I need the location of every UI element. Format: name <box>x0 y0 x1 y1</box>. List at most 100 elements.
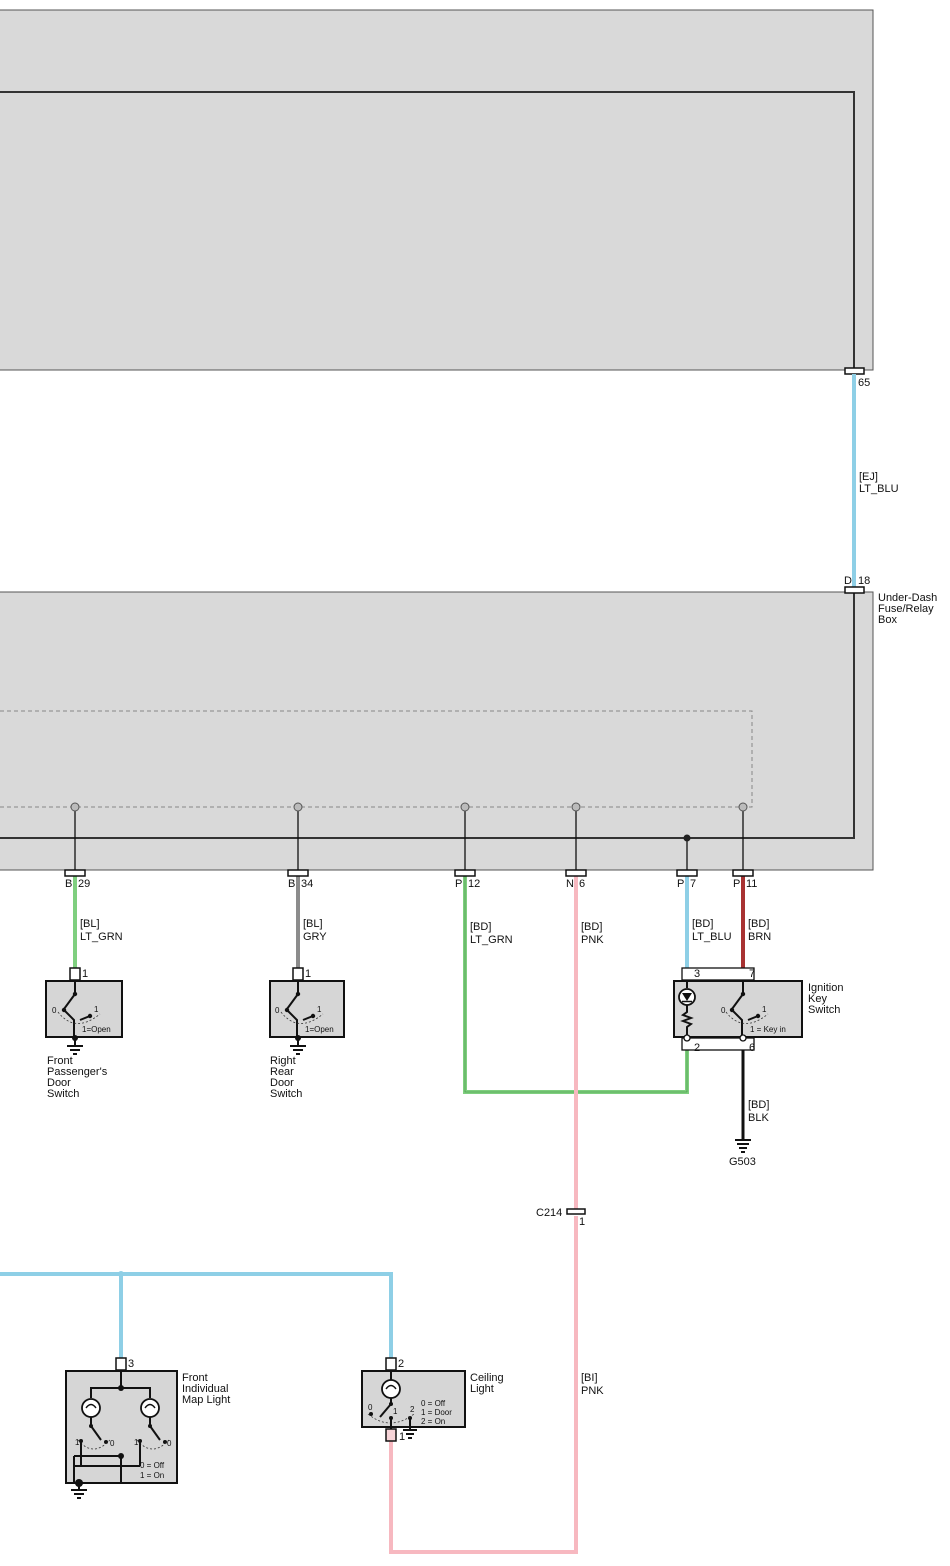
wire-p7-code: [BD] <box>692 918 713 930</box>
wire-bi-color: PNK <box>581 1385 604 1397</box>
cl-name-2: Light <box>470 1383 494 1395</box>
fuse-box-bottom-terminals <box>64 869 754 877</box>
bus-splice-dot <box>118 1271 124 1277</box>
rrds-pos1: 1 <box>317 1005 322 1014</box>
ground-g503-symbol <box>735 1139 751 1153</box>
iks-pin-3: 3 <box>694 968 700 980</box>
ignition-key-switch <box>673 967 803 1051</box>
wire-p12-color: LT_GRN <box>470 934 513 946</box>
fpds-name-2: Passenger's <box>47 1066 108 1078</box>
pin-p11-number: 11 <box>746 878 757 890</box>
front-passenger-door-switch <box>45 967 123 1055</box>
rrds-name-4: Switch <box>270 1088 302 1100</box>
ground-g503-label: G503 <box>729 1156 756 1168</box>
wire-bi-code: [BI] <box>581 1372 598 1384</box>
wire-ground-code: [BD] <box>748 1099 769 1111</box>
rrds-legend: 1=Open <box>305 1025 334 1034</box>
fiml-name-1: Front <box>182 1372 208 1384</box>
pin-p12-letter: P <box>455 878 462 890</box>
connector-c214-name: C214 <box>536 1207 562 1219</box>
connector-d18-terminal <box>844 586 865 594</box>
ceiling-light <box>361 1357 466 1442</box>
cl-legend-3: 2 = On <box>421 1417 445 1426</box>
pin-p11-letter: P <box>733 878 740 890</box>
cl-legend-1: 0 = Off <box>421 1399 446 1408</box>
fiml-pos1b: 1 <box>134 1438 139 1447</box>
pin-b29-number: 29 <box>78 878 90 890</box>
rrds-pos0: 0 <box>275 1006 280 1015</box>
connector-c214-symbol <box>566 1208 586 1215</box>
fuse-box-name-3: Box <box>878 614 897 626</box>
under-dash-fuse-relay-box <box>0 591 874 872</box>
pin-65-label: 65 <box>858 377 870 389</box>
fiml-pos0b: 0 <box>167 1439 172 1448</box>
fiml-pos0a: 0 <box>110 1439 115 1448</box>
fpds-pos1: 1 <box>94 1005 99 1014</box>
wire-bi-pnk <box>389 1216 578 1554</box>
wire-ej-code: [EJ] <box>859 471 878 483</box>
rrds-name-1: Right <box>270 1055 296 1067</box>
pin-p7-number: 7 <box>690 878 696 890</box>
iks-pin-7: 7 <box>749 968 755 980</box>
rrds-name-2: Rear <box>270 1066 294 1078</box>
wire-b29-code: [BL] <box>80 918 100 930</box>
wire-b34-code: [BL] <box>303 918 323 930</box>
fpds-pos0: 0 <box>52 1006 57 1015</box>
cl-name-1: Ceiling <box>470 1372 504 1384</box>
fpds-name-4: Switch <box>47 1088 79 1100</box>
cl-pos1: 1 <box>393 1407 398 1416</box>
cl-pos0: 0 <box>368 1403 373 1412</box>
front-individual-map-light <box>65 1357 178 1499</box>
fiml-pos1a: 1 <box>75 1438 80 1447</box>
wire-n6-code: [BD] <box>581 921 602 933</box>
wire-lights-lt-blu <box>0 1272 393 1360</box>
fiml-pin: 3 <box>128 1358 134 1370</box>
fpds-legend: 1=Open <box>82 1025 111 1034</box>
pin-n6-letter: N <box>566 878 574 890</box>
wire-n6-color: PNK <box>581 934 604 946</box>
wire-ej-color: LT_BLU <box>859 483 899 495</box>
fpds-name-1: Front <box>47 1055 73 1067</box>
right-rear-door-switch <box>269 967 345 1055</box>
cl-pin-top: 2 <box>398 1358 404 1370</box>
fiml-name-2: Individual <box>182 1383 228 1395</box>
fiml-name-3: Map Light <box>182 1394 230 1406</box>
wire-b34-color: GRY <box>303 931 327 943</box>
connector-d18-pin: 18 <box>858 575 870 587</box>
iks-pin-6: 6 <box>749 1042 755 1054</box>
pin-65-terminal <box>844 367 865 375</box>
iks-pos1: 1 <box>762 1005 767 1014</box>
pin-p7-letter: P <box>677 878 684 890</box>
cl-legend-2: 1 = Door <box>421 1408 452 1417</box>
rrds-pin: 1 <box>305 968 311 980</box>
fpds-pin: 1 <box>82 968 88 980</box>
fuse-box-name-2: Fuse/Relay <box>878 603 934 615</box>
fiml-legend-1: 0 = Off <box>140 1461 165 1470</box>
iks-name-1: Ignition <box>808 982 843 994</box>
iks-name-2: Key <box>808 993 827 1005</box>
connector-d18-letter: D <box>844 575 852 587</box>
fpds-name-3: Door <box>47 1077 71 1089</box>
top-component-box <box>0 9 874 371</box>
wire-p7-color: LT_BLU <box>692 931 732 943</box>
wire-p12-code: [BD] <box>470 921 491 933</box>
pin-b34-letter: B <box>288 878 295 890</box>
pin-b34-number: 34 <box>301 878 313 890</box>
pin-n6-number: 6 <box>579 878 585 890</box>
rrds-name-3: Door <box>270 1077 294 1089</box>
pin-b29-letter: B <box>65 878 72 890</box>
cl-pos2: 2 <box>410 1405 415 1414</box>
fiml-legend-2: 1 = On <box>140 1471 164 1480</box>
iks-pin-2: 2 <box>694 1042 700 1054</box>
wire-ground-color: BLK <box>748 1112 769 1124</box>
wire-p11-color: BRN <box>748 931 771 943</box>
wire-b29-color: LT_GRN <box>80 931 123 943</box>
pin-p12-number: 12 <box>468 878 480 890</box>
connector-c214-pin: 1 <box>579 1216 585 1228</box>
fuse-box-name-1: Under-Dash <box>878 592 937 604</box>
iks-legend: 1 = Key in <box>750 1025 786 1034</box>
iks-name-3: Switch <box>808 1004 840 1016</box>
wire-p11-code: [BD] <box>748 918 769 930</box>
iks-pos0: 0 <box>721 1006 726 1015</box>
